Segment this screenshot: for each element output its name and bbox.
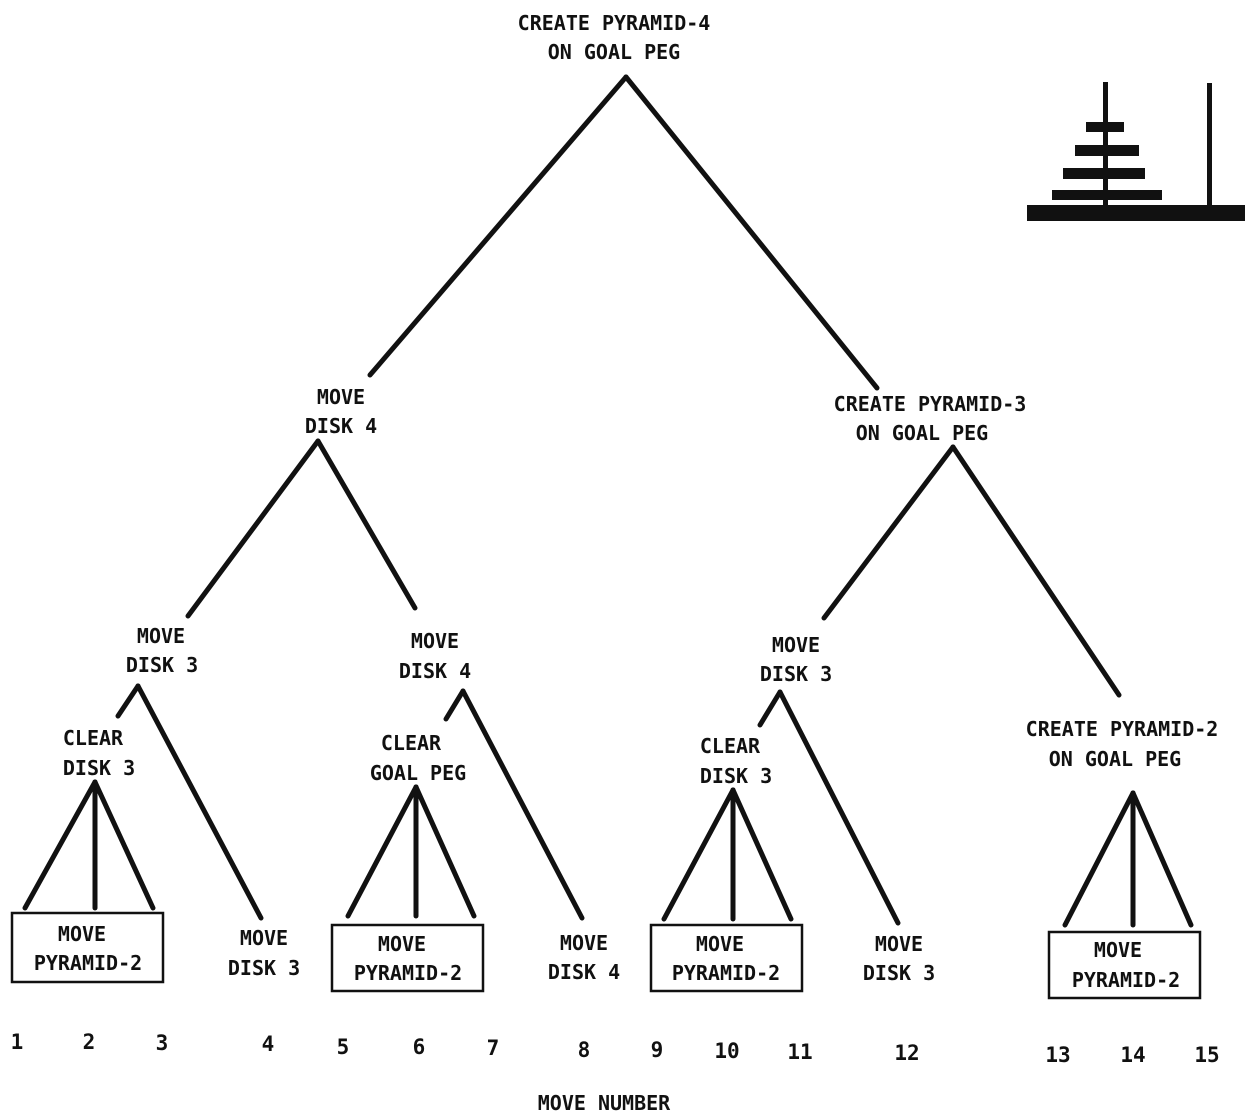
node-create-pyramid2: CREATE PYRAMID-2 ON GOAL PEG <box>1026 717 1219 771</box>
node-label-line2: DISK 3 <box>700 764 772 788</box>
leaf-move-disk3-c: MOVE DISK 3 <box>863 932 935 985</box>
node-label-line2: ON GOAL PEG <box>548 40 680 64</box>
box-move-pyramid2-1 <box>10 911 165 984</box>
node-label-line2: PYRAMID-2 <box>354 961 462 985</box>
edge-clear3-left <box>661 787 736 922</box>
node-label-line2: PYRAMID-2 <box>1072 968 1180 992</box>
leaf-move-pyramid2-2: MOVE PYRAMID-2 <box>354 932 462 985</box>
box-move-pyramid2-2 <box>330 923 485 993</box>
node-label-line2: DISK 4 <box>548 960 620 984</box>
move-number-label: 10 <box>714 1039 739 1063</box>
node-label-line2: ON GOAL PEG <box>1049 747 1181 771</box>
node-label-line1: MOVE <box>696 932 744 956</box>
leaf-move-disk4: MOVE DISK 4 <box>548 931 620 984</box>
move-number-label: 1 <box>11 1030 24 1054</box>
box-move-pyramid2-4 <box>1047 930 1202 1000</box>
edge-root-to-create-pyramid3 <box>623 74 880 391</box>
node-label-line2: ON GOAL PEG <box>856 421 988 445</box>
leaf-move-disk3-a: MOVE DISK 3 <box>228 926 300 980</box>
node-label-line1: MOVE <box>240 926 288 950</box>
move-number-label: 2 <box>83 1030 96 1054</box>
node-label-line1: CLEAR <box>63 726 124 750</box>
edge-pyr2-right <box>1130 790 1194 928</box>
node-label-line1: MOVE <box>772 633 820 657</box>
node-label-line1: MOVE <box>137 624 185 648</box>
move-number-label: 15 <box>1194 1043 1219 1067</box>
node-label-line1: MOVE <box>1094 938 1142 962</box>
edge-clear2-right <box>413 784 477 919</box>
edge-clear3-right <box>730 787 794 922</box>
edge-move-disk3-c-to-leaf <box>777 689 901 926</box>
node-root: CREATE PYRAMID-4 ON GOAL PEG <box>518 11 711 64</box>
node-clear-disk3-a: CLEAR DISK 3 <box>63 726 135 780</box>
node-label-line2: DISK 3 <box>126 653 198 677</box>
edge-pyramid3-to-move-disk3-c <box>821 444 956 621</box>
edge-clear1-right <box>92 779 156 911</box>
node-create-pyramid3: CREATE PYRAMID-3 ON GOAL PEG <box>834 392 1027 445</box>
move-number-label: 9 <box>651 1038 664 1062</box>
tower-of-hanoi-icon <box>1027 82 1245 221</box>
edge-clear1-left <box>22 779 98 911</box>
node-label-line2: DISK 4 <box>399 659 471 683</box>
move-number-label: 12 <box>894 1041 919 1065</box>
node-move-disk3-a: MOVE DISK 3 <box>126 624 198 677</box>
move-number-label: 4 <box>262 1032 275 1056</box>
edge-pyramid3-to-create-pyramid2 <box>950 444 1122 698</box>
move-number-label: 7 <box>487 1036 500 1060</box>
node-label-line1: MOVE <box>875 932 923 956</box>
node-clear-disk3-c: CLEAR DISK 3 <box>700 734 772 788</box>
edge-root-to-move-disk4 <box>367 74 629 378</box>
node-label-line1: MOVE <box>560 931 608 955</box>
move-number-label: 14 <box>1120 1043 1145 1067</box>
node-label-line1: MOVE <box>317 385 365 409</box>
move-number-label: 5 <box>337 1035 350 1059</box>
node-move-disk4-b: MOVE DISK 4 <box>399 629 471 683</box>
move-number-label: 3 <box>156 1031 169 1055</box>
node-label-line1: MOVE <box>378 932 426 956</box>
node-label-line1: CLEAR <box>381 731 442 755</box>
move-number-label: 6 <box>413 1035 426 1059</box>
node-label-line2: DISK 3 <box>63 756 135 780</box>
node-label-line1: CLEAR <box>700 734 761 758</box>
node-label-line2: PYRAMID-2 <box>34 951 142 975</box>
node-label-line2: DISK 4 <box>305 414 377 438</box>
box-move-pyramid2-3 <box>649 923 804 993</box>
move-number-row: 1 2 3 4 5 6 7 8 9 10 11 12 13 14 15 <box>11 1030 1220 1067</box>
edge-move-disk3-a-to-leaf <box>135 683 264 921</box>
node-label-line1: CREATE PYRAMID-2 <box>1026 717 1219 741</box>
node-move-disk3-c: MOVE DISK 3 <box>760 633 832 686</box>
node-label-line1: MOVE <box>58 922 106 946</box>
edge-clear2-left <box>345 784 419 919</box>
node-clear-goal-peg: CLEAR GOAL PEG <box>370 731 466 785</box>
node-label-line1: MOVE <box>411 629 459 653</box>
node-label-line1: CREATE PYRAMID-3 <box>834 392 1027 416</box>
node-label-line2: DISK 3 <box>760 662 832 686</box>
edge-move-disk4-b-to-leaf <box>460 688 585 921</box>
node-move-disk4-top: MOVE DISK 4 <box>305 385 377 438</box>
pyramid2-boxes <box>10 911 1202 1000</box>
leaf-move-pyramid2-3: MOVE PYRAMID-2 <box>672 932 780 985</box>
move-number-label: 11 <box>787 1040 812 1064</box>
node-label-line2: DISK 3 <box>863 961 935 985</box>
edge-move-disk3-a-to-clear <box>115 683 141 719</box>
axis-label-move-number: MOVE NUMBER <box>538 1091 671 1114</box>
leaf-move-pyramid2-1: MOVE PYRAMID-2 <box>34 922 142 975</box>
edge-pyr2-left <box>1062 790 1136 928</box>
edge-move-disk3-c-to-clear <box>757 689 783 728</box>
edge-move-disk4-to-move-disk4-b <box>315 438 418 611</box>
move-number-label: 8 <box>578 1038 591 1062</box>
leaf-move-pyramid2-4: MOVE PYRAMID-2 <box>1072 938 1180 992</box>
tree-edges <box>22 74 1194 928</box>
node-label-line1: CREATE PYRAMID-4 <box>518 11 711 35</box>
node-label-line2: PYRAMID-2 <box>672 961 780 985</box>
node-label-line2: GOAL PEG <box>370 761 466 785</box>
node-label-line2: DISK 3 <box>228 956 300 980</box>
edge-move-disk4-to-move-disk3-a <box>185 438 321 619</box>
move-number-label: 13 <box>1045 1043 1070 1067</box>
edge-move-disk4-b-to-clear <box>443 688 466 722</box>
